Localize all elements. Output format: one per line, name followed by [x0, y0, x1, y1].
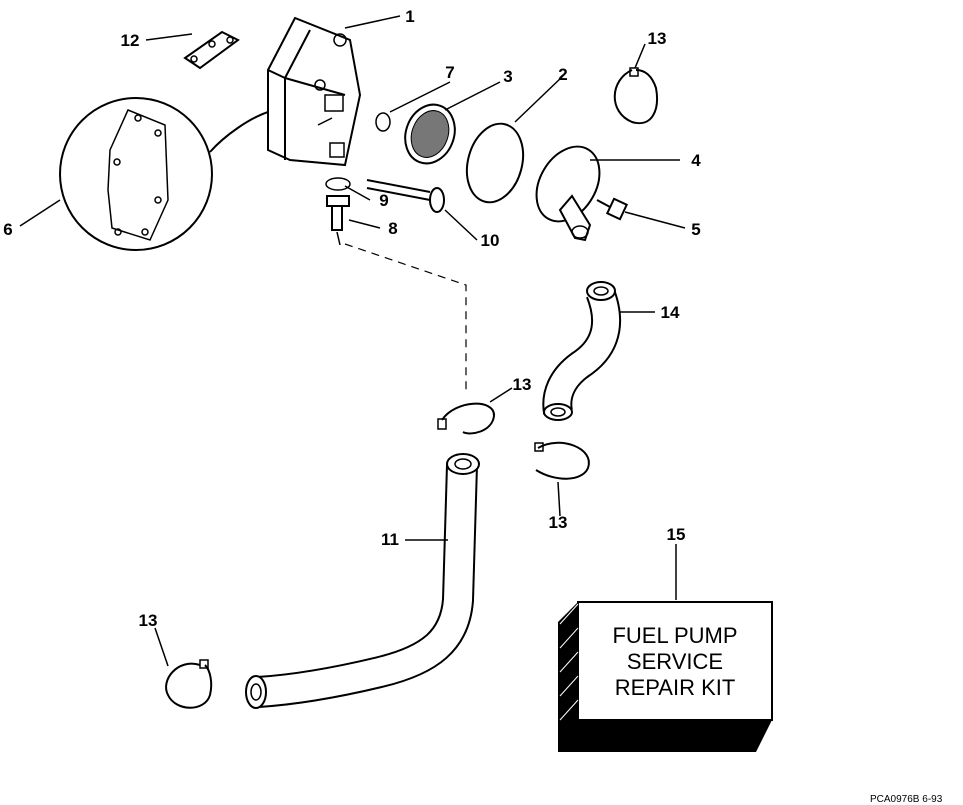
callout-14: 14	[661, 303, 680, 322]
callout-8: 8	[388, 219, 397, 238]
part-11-long-hose	[245, 453, 480, 709]
part-13-clamp-top-right	[613, 67, 658, 125]
part-10-long-screw	[366, 179, 445, 213]
callout-12: 12	[121, 31, 140, 50]
part-2-gasket-ring	[465, 122, 525, 204]
part-15-repair-kit-box: FUEL PUMP SERVICE REPAIR KIT	[558, 601, 773, 752]
drawing-code: PCA0976B 6-93	[870, 794, 943, 805]
callout-13-middle: 13	[513, 375, 532, 394]
part-8-fitting	[326, 195, 350, 246]
part-7-small-oring	[375, 112, 391, 132]
part-13-clamp-right	[534, 441, 590, 480]
callout-7: 7	[445, 63, 454, 82]
callout-13-top-right: 13	[648, 29, 667, 48]
callout-15: 15	[667, 525, 686, 544]
callout-9: 9	[379, 191, 388, 210]
callout-2: 2	[558, 65, 567, 84]
callout-1: 1	[405, 7, 414, 26]
part-14-curved-hose	[542, 281, 622, 421]
kit-label-line-2: SERVICE	[627, 649, 723, 674]
kit-label-line-1: FUEL PUMP	[612, 623, 737, 648]
callout-3: 3	[503, 67, 512, 86]
callout-13-bottom-left: 13	[139, 611, 158, 630]
callout-13-right: 13	[549, 513, 568, 532]
part-1-fuel-pump-body	[209, 16, 362, 167]
part-9-oring	[325, 177, 351, 191]
leader-lines	[19, 15, 686, 667]
part-4-filter-cover	[535, 145, 601, 242]
alignment-dash-line	[344, 243, 467, 390]
part-13-clamp-middle	[437, 402, 496, 435]
part-13-clamp-bottom-left	[165, 659, 213, 709]
part-5-cover-screw	[596, 197, 629, 221]
part-3-filter-screen	[404, 103, 456, 165]
kit-label-line-3: REPAIR KIT	[615, 675, 736, 700]
callout-10: 10	[481, 231, 500, 250]
callout-11: 11	[381, 530, 399, 549]
callout-4: 4	[691, 151, 701, 170]
callout-5: 5	[691, 220, 700, 239]
part-12-gasket-plate	[183, 30, 240, 70]
part-6-gasket-detail	[59, 97, 213, 251]
callout-6: 6	[3, 220, 12, 239]
